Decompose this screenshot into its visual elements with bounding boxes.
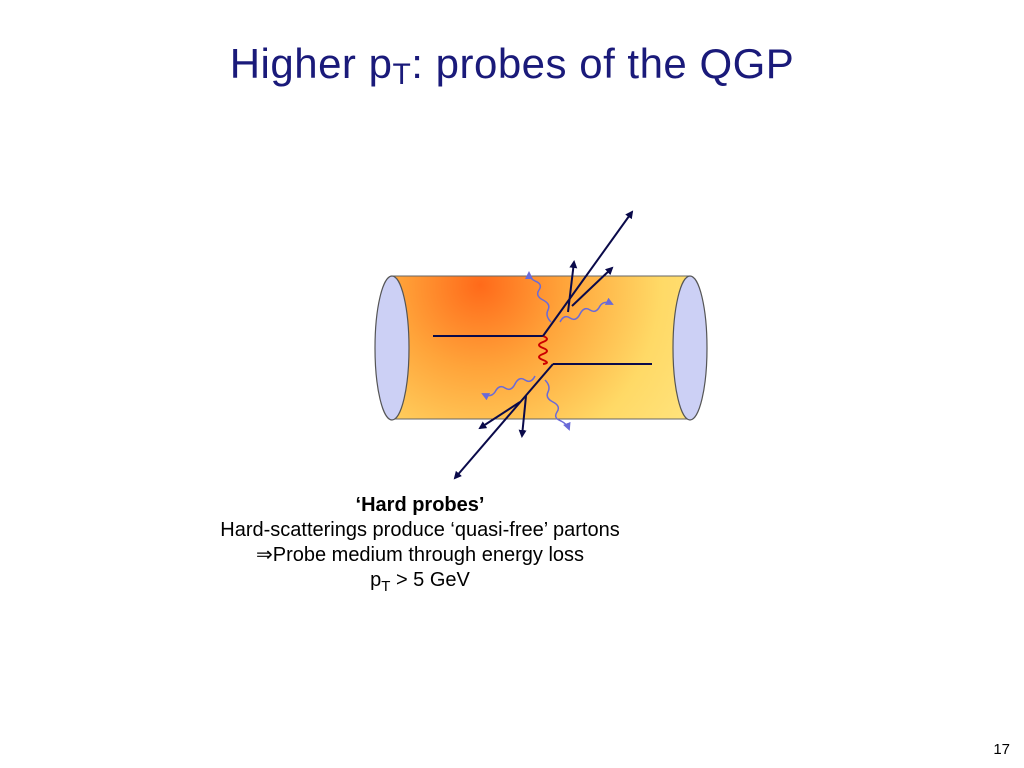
caption-heading: ‘Hard probes’ <box>120 493 720 518</box>
cylinder-right-cap <box>673 276 707 420</box>
caption-block: ‘Hard probes’ Hard-scatterings produce ‘… <box>120 493 720 599</box>
page-number: 17 <box>993 741 1010 758</box>
caption-line-3-subscript: T <box>381 578 390 595</box>
caption-line-3-rest: > 5 GeV <box>390 569 470 591</box>
caption-line-1: Hard-scatterings produce ‘quasi-free’ pa… <box>120 518 720 543</box>
caption-line-3: pT > 5 GeV <box>120 568 720 599</box>
cylinder-left-cap <box>375 276 409 420</box>
caption-line-2: ⇒Probe medium through energy loss <box>120 543 720 568</box>
caption-line-3-main: p <box>370 569 381 591</box>
